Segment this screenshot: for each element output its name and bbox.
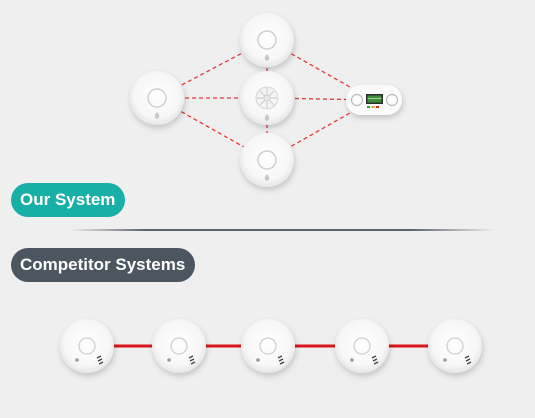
smoke-alarm-icon <box>152 319 206 373</box>
heat-alarm-icon <box>240 71 294 125</box>
smoke-alarm-icon <box>240 13 294 67</box>
our-system-label: Our System <box>11 183 126 217</box>
smoke-alarm-icon <box>60 319 114 373</box>
smoke-alarm-icon <box>241 319 295 373</box>
competitor-systems-label: Competitor Systems <box>11 248 196 282</box>
smoke-alarm-icon <box>335 319 389 373</box>
smoke-alarm-icon <box>240 133 294 187</box>
smoke-alarm-icon <box>428 319 482 373</box>
section-divider <box>70 229 494 231</box>
control-hub-icon <box>346 85 402 115</box>
smoke-alarm-icon <box>130 71 184 125</box>
